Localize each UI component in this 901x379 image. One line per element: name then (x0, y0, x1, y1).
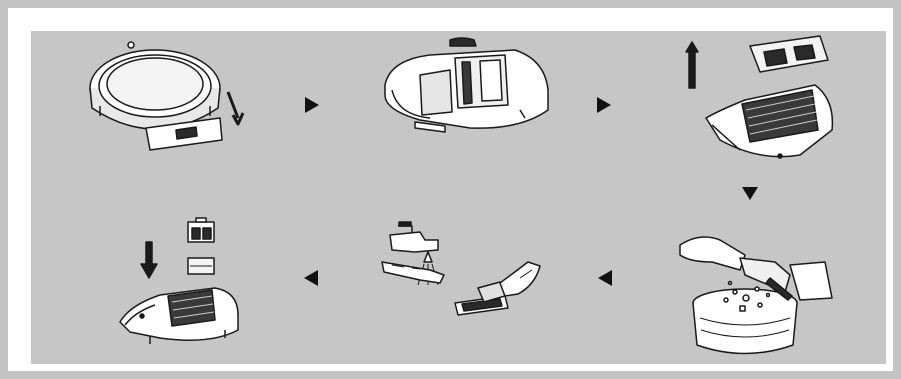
step-5-wash-and-brush-icon (382, 222, 540, 315)
flow-arrow-right-icon (597, 97, 611, 113)
step-1-remove-dustbin-icon (90, 42, 243, 150)
flow-arrow-left-icon (304, 270, 318, 286)
cleaning-steps-diagram (31, 31, 886, 364)
step-6-reinsert-filter-icon (120, 218, 238, 344)
step-4-empty-dustbin-icon (680, 237, 832, 354)
flow-arrow-down-icon (742, 187, 758, 200)
flow-arrow-left-icon (598, 270, 612, 286)
figure-border (8, 8, 893, 371)
flow-arrow-right-icon (305, 97, 319, 113)
figure-panel (31, 31, 886, 364)
step-2-dustbin-open-icon (385, 38, 548, 132)
step-3-remove-filter-icon (686, 36, 832, 158)
